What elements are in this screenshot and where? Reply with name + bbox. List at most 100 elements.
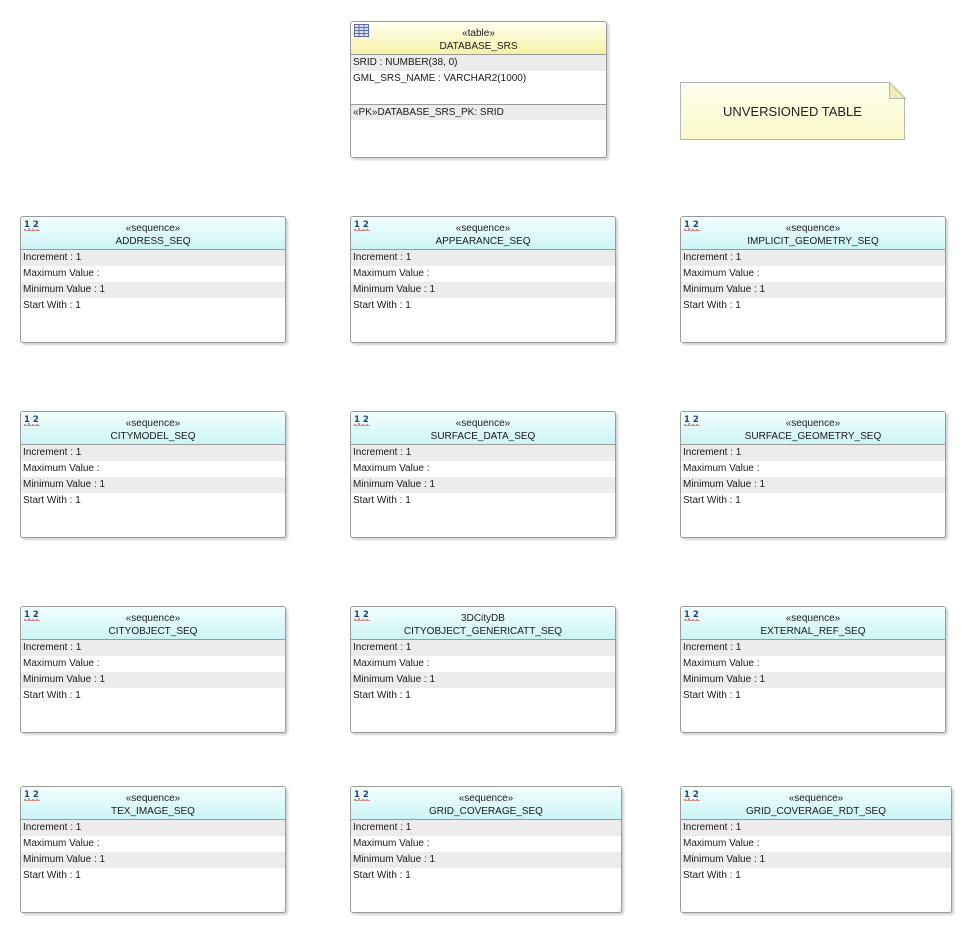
sequence-name: GRID_COVERAGE_RDT_SEQ [745, 806, 887, 817]
sequence-header: 1 2 «sequence» GRID_COVERAGE_RDT_SEQ [681, 787, 951, 820]
sequence-property: Maximum Value : [353, 463, 430, 474]
table-constraint: «PK»DATABASE_SRS_PK: SRID [351, 104, 606, 120]
sequence-property: Increment : 1 [681, 820, 951, 836]
sequence-property: Increment : 1 [21, 445, 285, 461]
sequence-name: TEX_IMAGE_SEQ [111, 806, 195, 817]
note-fold-corner [889, 82, 906, 99]
sequence-header: 1 2«sequence»TEX_IMAGE_SEQ [21, 787, 285, 820]
sequence-property: Maximum Value : [683, 658, 760, 669]
sequence-name: ADDRESS_SEQ [115, 236, 191, 247]
sequence-header: 1 2 «sequence» APPEARANCE_SEQ [351, 217, 615, 250]
sequence-stereotype: «sequence» [788, 793, 844, 804]
sequence-property: Increment : 1 [21, 640, 285, 656]
sequence-icon: 1 2 [354, 414, 372, 431]
sequence-icon: 1 2 [24, 219, 42, 236]
sequence-header: 1 2 «sequence» ADDRESS_SEQ [21, 217, 285, 250]
svg-text:1 2: 1 2 [684, 415, 699, 425]
sequence-stereotype: «sequence» [125, 613, 181, 624]
sequence-icon: 1 2 [354, 789, 372, 806]
sequence-box[interactable]: 1 2 «sequence» SURFACE_GEOMETRY_SEQ Increme… [680, 411, 946, 538]
sequence-property: Minimum Value : 1 [681, 477, 945, 493]
sequence-name: GRID_COVERAGE_SEQ [429, 806, 543, 817]
sequence-property: Minimum Value : 1 [21, 282, 285, 298]
sequence-icon: 1 2 [354, 219, 372, 236]
sequence-property: Maximum Value : [23, 838, 100, 849]
svg-text:1 2: 1 2 [684, 790, 699, 800]
sequence-stereotype: «sequence» [785, 613, 841, 624]
sequence-property: Increment : 1 [351, 820, 621, 836]
sequence-property: Maximum Value : [23, 658, 100, 669]
sequence-property: Increment : 1 [21, 250, 285, 266]
sequence-property: Increment : 1 [681, 445, 945, 461]
sequence-stereotype: «sequence» [458, 793, 514, 804]
sequence-property: Minimum Value : 1 [681, 852, 951, 868]
sequence-property: Maximum Value : [683, 268, 760, 279]
sequence-property: Start With : 1 [683, 690, 741, 701]
svg-text:1 2: 1 2 [24, 220, 39, 230]
sequence-property: Minimum Value : 1 [681, 282, 945, 298]
svg-text:1 2: 1 2 [24, 790, 39, 800]
table-header: «table» DATABASE_SRS [351, 22, 606, 55]
sequence-property: Maximum Value : [353, 268, 430, 279]
sequence-property: Minimum Value : 1 [351, 477, 615, 493]
sequence-stereotype: «sequence» [455, 418, 511, 429]
sequence-name: APPEARANCE_SEQ [435, 236, 531, 247]
sequence-property: Minimum Value : 1 [21, 477, 285, 493]
sequence-property: Minimum Value : 1 [351, 282, 615, 298]
sequence-property: Maximum Value : [23, 268, 100, 279]
svg-text:1 2: 1 2 [354, 415, 369, 425]
sequence-property: Start With : 1 [353, 870, 411, 881]
sequence-header: 1 2 «sequence» SURFACE_DATA_SEQ [351, 412, 615, 445]
sequence-property: Minimum Value : 1 [351, 672, 615, 688]
sequence-property: Increment : 1 [681, 640, 945, 656]
sequence-property: Start With : 1 [23, 690, 81, 701]
sequence-property: Maximum Value : [683, 463, 760, 474]
sequence-property: Maximum Value : [23, 463, 100, 474]
sequence-header: 1 2 «sequence» GRID_COVERAGE_SEQ [351, 787, 621, 820]
sequence-icon: 1 2 [684, 219, 702, 236]
sequence-header: 1 2«sequence»CITYMODEL_SEQ [21, 412, 285, 445]
unversioned-table-note[interactable]: UNVERSIONED TABLE [680, 82, 905, 140]
note-text: UNVERSIONED TABLE [723, 103, 862, 119]
sequence-box[interactable]: 1 2 «sequence» GRID_COVERAGE_RDT_SEQ Increm… [680, 786, 952, 913]
sequence-header: 1 2«sequence»CITYOBJECT_SEQ [21, 607, 285, 640]
sequence-stereotype: «sequence» [785, 223, 841, 234]
sequence-property: Start With : 1 [23, 300, 81, 311]
svg-text:1 2: 1 2 [24, 415, 39, 425]
sequence-property: Minimum Value : 1 [351, 852, 621, 868]
sequence-stereotype: «sequence» [125, 418, 181, 429]
sequence-property: Maximum Value : [353, 658, 430, 669]
table-column: SRID : NUMBER(38, 0) [351, 55, 606, 71]
sequence-header: 1 2«sequence»IMPLICIT_GEOMETRY_SEQ [681, 217, 945, 250]
sequence-property: Minimum Value : 1 [681, 672, 945, 688]
sequence-property: Start With : 1 [23, 870, 81, 881]
svg-text:1 2: 1 2 [684, 220, 699, 230]
svg-text:1 2: 1 2 [24, 610, 39, 620]
sequence-box[interactable]: 1 2 «sequence» GRID_COVERAGE_SEQ Increment … [350, 786, 622, 913]
sequence-box[interactable]: 1 2 «sequence» ADDRESS_SEQ Increment : 1 Max… [20, 216, 286, 343]
sequence-property: Minimum Value : 1 [21, 672, 285, 688]
sequence-icon: 1 2 [684, 414, 702, 431]
sequence-name: SURFACE_DATA_SEQ [430, 431, 536, 442]
sequence-property: Start With : 1 [23, 495, 81, 506]
database-srs-table[interactable]: «table» DATABASE_SRS SRID : NUMBER(38, 0… [350, 21, 607, 158]
sequence-name: EXTERNAL_REF_SEQ [760, 626, 866, 637]
svg-text:1 2: 1 2 [354, 790, 369, 800]
sequence-stereotype: «sequence» [125, 223, 181, 234]
sequence-stereotype: «sequence» [785, 418, 841, 429]
sequence-stereotype: «sequence» [455, 223, 511, 234]
sequence-name: SURFACE_GEOMETRY_SEQ [744, 431, 882, 442]
sequence-header: 1 2«sequence»EXTERNAL_REF_SEQ [681, 607, 945, 640]
sequence-property: Start With : 1 [683, 870, 741, 881]
sequence-icon: 1 2 [24, 609, 42, 626]
sequence-property: Start With : 1 [353, 300, 411, 311]
